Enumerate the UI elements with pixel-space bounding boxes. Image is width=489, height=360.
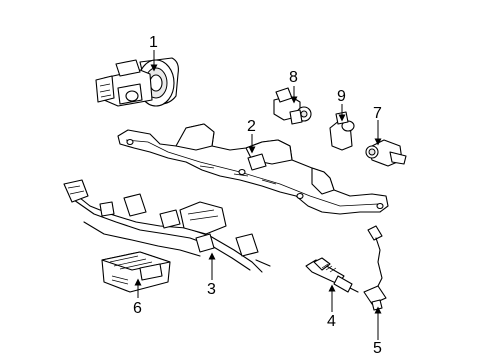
part-6-control-module	[101, 251, 171, 293]
part-4-spark-plug	[305, 257, 359, 293]
part-3-wiring-harness	[63, 179, 271, 273]
part-1-coil-assembly	[95, 57, 179, 107]
part-8-sensor	[273, 87, 312, 125]
part-2-bracket	[117, 123, 389, 215]
callout-8: 8	[289, 69, 298, 86]
callout-7: 7	[373, 105, 382, 122]
callout-2: 2	[247, 118, 256, 135]
callout-4: 4	[327, 313, 336, 330]
callout-5: 5	[373, 340, 382, 357]
callout-3: 3	[207, 281, 216, 298]
callout-1: 1	[149, 34, 158, 51]
part-7-sensor	[365, 139, 407, 167]
callout-9: 9	[337, 88, 346, 105]
part-5-oxygen-sensor	[363, 225, 387, 311]
callout-6: 6	[133, 300, 142, 317]
part-9-sensor	[329, 111, 355, 151]
